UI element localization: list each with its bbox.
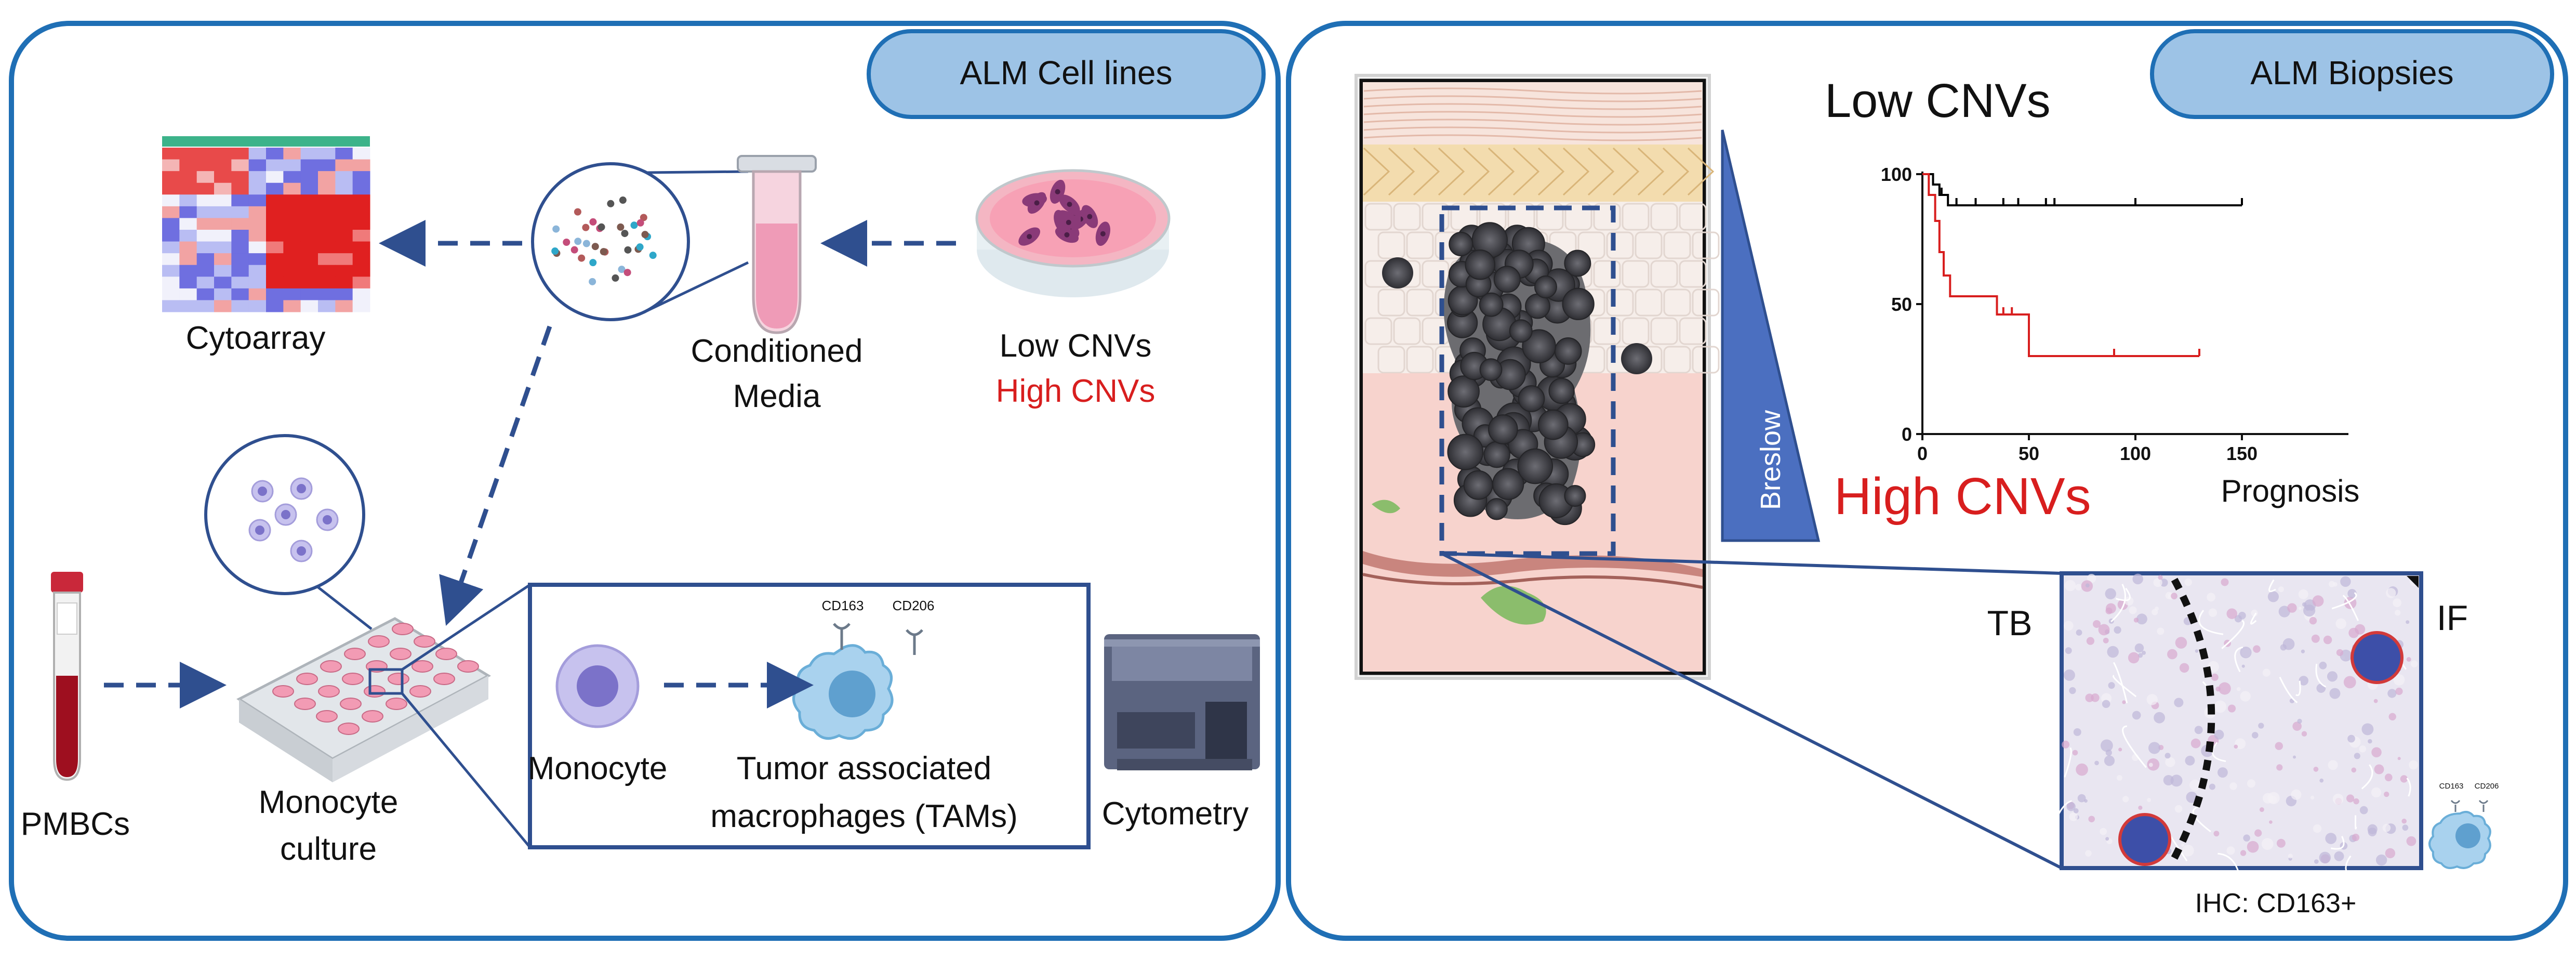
monocyte-label: Monocyte <box>527 751 668 786</box>
high-cnvs-label: High CNVs <box>995 373 1156 409</box>
x-tick-label: 50 <box>2019 443 2039 464</box>
left-panel-tag-label: ALM Cell lines <box>960 54 1173 91</box>
low-cnvs-label: Low CNVs <box>999 328 1152 364</box>
tam-label-line2: macrophages (TAMs) <box>710 798 1018 834</box>
small-cd206-label: CD206 <box>2474 782 2499 791</box>
monocyte-icon <box>555 644 640 728</box>
tam-label-line1: Tumor associated <box>736 751 992 786</box>
y-tick-label: 0 <box>1902 424 1912 445</box>
cd163-label: CD163 <box>821 598 864 613</box>
right-panel: 0 50 100 150 0 50 100 <box>1286 21 2568 941</box>
series-low-cnvs-line <box>1922 173 2242 206</box>
blood-tube-icon <box>51 572 83 781</box>
petri-dish-icon <box>975 169 1171 297</box>
cytometer-icon <box>1104 634 1260 770</box>
well-plate-icon <box>236 583 531 848</box>
left-panel-tag <box>867 29 1266 119</box>
chart-title: Low CNVs <box>1825 74 2051 127</box>
ihc-histology-image <box>2053 571 2423 884</box>
conditioned-media-label-line2: Media <box>733 378 821 414</box>
left-arrows <box>104 220 956 708</box>
left-panel <box>9 21 1281 941</box>
if-label: IF <box>2436 598 2468 638</box>
cd206-label: CD206 <box>892 598 935 613</box>
test-tube-icon <box>737 155 817 334</box>
monocyte-zoom-circle <box>204 434 373 630</box>
high-cnvs-big-label: High CNVs <box>1834 467 2091 526</box>
right-panel-tag-label: ALM Biopsies <box>2250 54 2454 91</box>
small-tam-icon <box>2428 800 2491 869</box>
chart-xlabel: Prognosis <box>2221 474 2360 508</box>
y-tick-label: 50 <box>1891 294 1912 315</box>
y-tick-label: 100 <box>1881 164 1912 185</box>
breslow-label: Breslow <box>1755 410 1786 510</box>
skin-tissue-illustration <box>1355 74 1720 680</box>
right-panel-frame <box>1286 21 2568 941</box>
survival-chart: 0 50 100 150 0 50 100 <box>1881 164 2348 464</box>
cytometry-label: Cytometry <box>1101 796 1249 832</box>
conditioned-media-label-line1: Conditioned <box>691 333 863 369</box>
tb-label: TB <box>1987 603 2033 643</box>
x-tick-label: 100 <box>2120 443 2151 464</box>
cytoarray-heatmap <box>162 136 370 312</box>
cytoarray-label: Cytoarray <box>185 320 326 356</box>
media-zoom-circle <box>531 162 749 321</box>
pmbcs-label: PMBCs <box>20 806 130 842</box>
small-cd163-label: CD163 <box>2439 782 2464 791</box>
monocyte-culture-label-line2: culture <box>280 831 377 867</box>
x-tick-label: 150 <box>2226 443 2258 464</box>
ihc-label: IHC: CD163+ <box>2195 888 2357 918</box>
monocyte-culture-label-line1: Monocyte <box>258 784 399 820</box>
series-high-cnvs-line <box>1922 173 2199 357</box>
x-tick-label: 0 <box>1917 443 1928 464</box>
tam-icon <box>792 623 923 740</box>
left-panel-frame <box>9 21 1281 941</box>
right-panel-tag <box>2150 29 2554 119</box>
breslow-triangle <box>1721 129 1821 542</box>
